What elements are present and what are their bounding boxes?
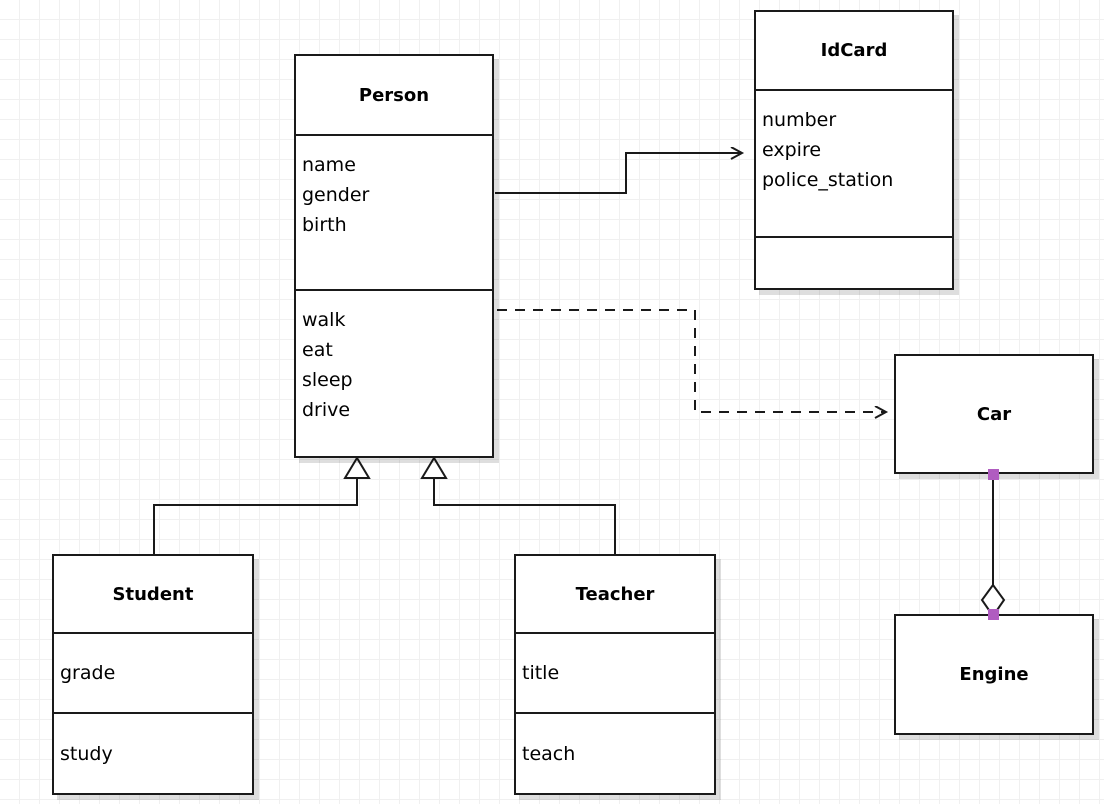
class-node-teacher[interactable]: Teacher title teach: [514, 554, 716, 795]
class-name-person: Person: [358, 84, 430, 106]
attribute-item: police_station: [762, 169, 894, 191]
method-item: study: [60, 742, 113, 765]
attribute-item: gender: [302, 184, 370, 206]
method-item: drive: [302, 399, 351, 421]
attribute-item: expire: [762, 139, 822, 161]
class-node-car[interactable]: Car: [894, 354, 1094, 474]
class-name-teacher: Teacher: [575, 583, 655, 605]
edge-car-engine[interactable]: [980, 474, 1006, 618]
methods-compartment-student[interactable]: study: [54, 712, 252, 793]
attribute-item: grade: [60, 662, 116, 684]
class-node-idcard[interactable]: IdCard number expire police_station: [754, 10, 954, 290]
class-node-engine[interactable]: Engine: [894, 614, 1094, 735]
methods-compartment-teacher[interactable]: teach: [516, 712, 714, 793]
edge-teacher-person[interactable]: [420, 456, 616, 557]
attributes-compartment-teacher[interactable]: title: [516, 632, 714, 712]
edge-student-person[interactable]: [153, 456, 371, 557]
attributes-compartment-person[interactable]: name gender birth: [296, 134, 492, 289]
method-item: eat: [302, 339, 333, 361]
attribute-item: name: [302, 154, 356, 176]
attribute-item: title: [522, 662, 560, 684]
method-item: sleep: [302, 369, 353, 391]
methods-compartment-person[interactable]: walk eat sleep drive: [296, 289, 492, 456]
methods-compartment-idcard[interactable]: [756, 236, 952, 288]
class-node-person[interactable]: Person name gender birth walk eat sleep …: [294, 54, 494, 458]
method-item: teach: [522, 742, 576, 765]
attributes-compartment-idcard[interactable]: number expire police_station: [756, 89, 952, 236]
connector-handle-car-end[interactable]: [988, 469, 999, 480]
attributes-compartment-student[interactable]: grade: [54, 632, 252, 712]
class-name-engine: Engine: [959, 664, 1029, 685]
edge-person-idcard[interactable]: [495, 153, 742, 194]
attribute-item: number: [762, 109, 837, 131]
class-name-idcard: IdCard: [820, 40, 888, 61]
method-item: walk: [302, 309, 346, 331]
class-name-car: Car: [976, 403, 1012, 425]
class-node-student[interactable]: Student grade study: [52, 554, 254, 795]
edge-person-car[interactable]: [497, 309, 886, 412]
connector-handle-engine-end[interactable]: [988, 609, 999, 620]
attribute-item: birth: [302, 214, 347, 236]
class-name-student: Student: [112, 583, 194, 605]
